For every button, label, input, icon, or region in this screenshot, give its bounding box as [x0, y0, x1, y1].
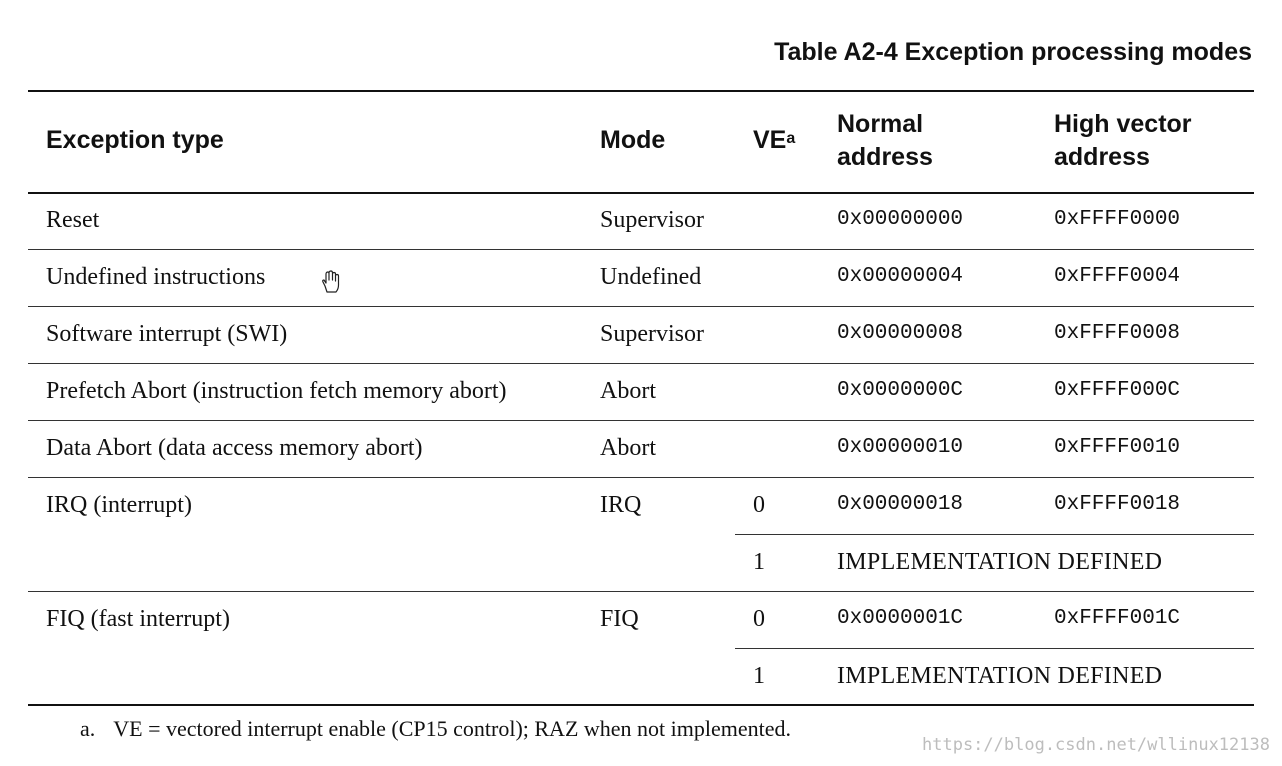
cell-normal-address: 0x0000000C	[837, 379, 964, 402]
cell-high-address: 0xFFFF0018	[1054, 493, 1181, 516]
cell-mode: FIQ	[600, 606, 639, 632]
row-divider-partial	[735, 534, 1254, 535]
cell-mode: Undefined	[600, 264, 702, 290]
cell-high-address: 0xFFFF0010	[1054, 436, 1181, 459]
header-normal-address: Normal address	[837, 108, 933, 174]
row-divider	[28, 477, 1254, 478]
cell-ve: 0	[753, 492, 765, 518]
header-exception-type: Exception type	[46, 126, 224, 154]
header-mode: Mode	[600, 126, 666, 154]
cell-exception: Reset	[46, 207, 100, 233]
header-normal-line2: address	[837, 143, 933, 171]
header-high-line1: High vector	[1054, 110, 1192, 138]
row-divider	[28, 591, 1254, 592]
cell-ve: 1	[753, 663, 765, 689]
header-ve-footnote-marker: a	[786, 130, 796, 147]
cell-mode: Abort	[600, 435, 656, 461]
watermark-url: https://blog.csdn.net/wllinux12138	[922, 735, 1270, 755]
cell-high-address: 0xFFFF000C	[1054, 379, 1181, 402]
cell-exception: Software interrupt (SWI)	[46, 321, 288, 347]
cell-normal-address: 0x00000000	[837, 208, 964, 231]
footnote-text: VE = vectored interrupt enable (CP15 con…	[113, 716, 792, 741]
hand-pointer-icon	[322, 270, 340, 293]
cell-normal-address: 0x00000008	[837, 322, 964, 345]
cell-normal-address: 0x00000018	[837, 493, 964, 516]
cell-implementation-defined: IMPLEMENTATION DEFINED	[837, 663, 1163, 689]
cell-mode: Supervisor	[600, 207, 704, 233]
table-caption: Table A2-4 Exception processing modes	[774, 38, 1252, 66]
table-top-rule	[28, 90, 1254, 92]
cell-mode: Abort	[600, 378, 656, 404]
row-divider	[28, 306, 1254, 307]
cell-normal-address: 0x00000010	[837, 436, 964, 459]
header-normal-line1: Normal	[837, 110, 924, 138]
row-divider	[28, 363, 1254, 364]
cell-mode: Supervisor	[600, 321, 704, 347]
cell-high-address: 0xFFFF0000	[1054, 208, 1181, 231]
header-ve-label: VE	[753, 126, 787, 154]
cell-exception: FIQ (fast interrupt)	[46, 606, 230, 632]
header-ve: VEa	[753, 124, 795, 157]
cell-exception: Data Abort (data access memory abort)	[46, 435, 423, 461]
cell-mode: IRQ	[600, 492, 642, 518]
footnote-marker: a.	[80, 716, 96, 741]
cell-ve: 1	[753, 549, 765, 575]
cell-normal-address: 0x00000004	[837, 265, 964, 288]
header-high-line2: address	[1054, 143, 1150, 171]
cell-high-address: 0xFFFF001C	[1054, 607, 1181, 630]
cell-exception: Prefetch Abort (instruction fetch memory…	[46, 378, 507, 404]
table-header-rule	[28, 192, 1254, 194]
row-divider-partial	[735, 648, 1254, 649]
cell-normal-address: 0x0000001C	[837, 607, 964, 630]
cell-exception: Undefined instructions	[46, 264, 266, 290]
cell-high-address: 0xFFFF0004	[1054, 265, 1181, 288]
table-footnote: a. VE = vectored interrupt enable (CP15 c…	[80, 716, 791, 742]
cell-ve: 0	[753, 606, 765, 632]
row-divider	[28, 249, 1254, 250]
table-bottom-rule	[28, 704, 1254, 706]
cell-implementation-defined: IMPLEMENTATION DEFINED	[837, 549, 1163, 575]
header-high-vector-address: High vector address	[1054, 108, 1192, 174]
cell-high-address: 0xFFFF0008	[1054, 322, 1181, 345]
row-divider	[28, 420, 1254, 421]
cell-exception: IRQ (interrupt)	[46, 492, 192, 518]
